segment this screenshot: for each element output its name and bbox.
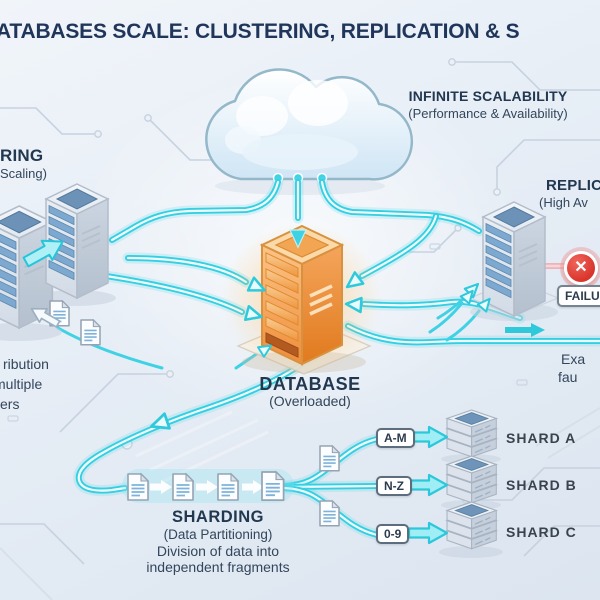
range-badge-n-z: N-Z — [376, 476, 412, 496]
replication-note-line2: fau — [558, 369, 578, 385]
shard-c-label: SHARD C — [506, 524, 577, 540]
scalability-heading: INFINITE SCALABILITY — [408, 88, 568, 104]
arrowheads — [22, 229, 545, 545]
shard-stack-icon-a — [447, 410, 496, 457]
page-title: ATABASES SCALE: CLUSTERING, REPLICATION … — [0, 20, 520, 43]
database-subheading: (Overloaded) — [269, 393, 351, 409]
range-badge-a-m: A-M — [376, 428, 415, 448]
replication-note-line1: Exa — [561, 351, 586, 367]
shard-stack-icon-b — [447, 456, 496, 503]
replication-heading: REPLIC — [546, 177, 600, 194]
sharding-description-line1: Division of data into — [156, 543, 280, 559]
clustering-subheading: Scaling) — [0, 166, 47, 181]
clustering-heading: RING — [0, 146, 44, 165]
database-heading: DATABASE — [259, 374, 361, 394]
failure-x-icon: ✕ — [564, 251, 598, 285]
replication-server-icon — [482, 201, 546, 317]
background-circuit — [0, 58, 600, 600]
failure-badge: FAILU — [557, 285, 600, 307]
shard-b-label: SHARD B — [506, 477, 577, 493]
clustering-note-line1: ribution — [3, 356, 49, 372]
scalability-subheading: (Performance & Availability) — [408, 106, 568, 121]
range-badge-0-9: 0-9 — [376, 524, 410, 544]
sharding-subheading: (Data Partitioning) — [163, 527, 273, 542]
sharding-heading: SHARDING — [171, 508, 264, 526]
database-server-icon — [222, 222, 382, 374]
shard-stack-icon-c — [447, 502, 496, 549]
sharding-description-line2: independent fragments — [146, 559, 290, 575]
document-pipeline — [122, 469, 294, 503]
shard-a-label: SHARD A — [506, 430, 577, 446]
clustering-note-line2: multiple — [0, 376, 43, 392]
replication-subheading: (High Av — [539, 195, 588, 210]
clustering-note-line3: ers — [0, 396, 20, 412]
